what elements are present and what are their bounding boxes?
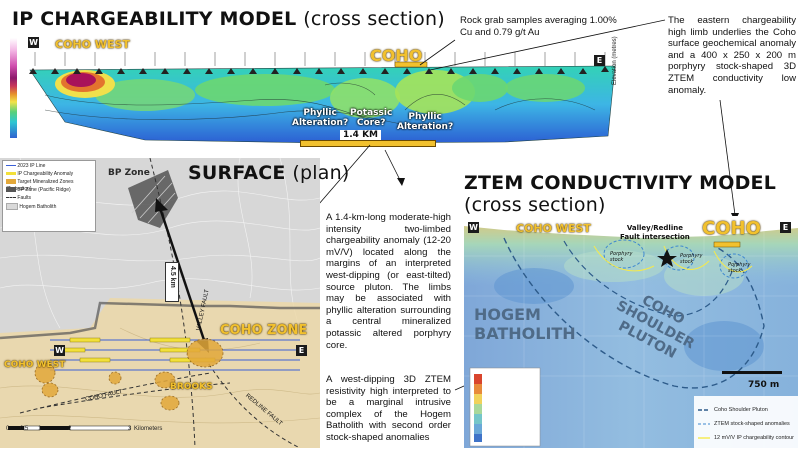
surface-west-marker: W bbox=[54, 345, 65, 356]
legend-ip-anomaly-text: IP Chargeability Anomaly bbox=[17, 171, 74, 177]
porphyry-stock-3: Porphyry stock bbox=[728, 262, 751, 274]
ztem-title: ZTEM CONDUCTIVITY MODEL (cross section) bbox=[464, 172, 794, 216]
legend-bp-swatch bbox=[6, 187, 16, 193]
surface-title: SURFACE (plan) bbox=[188, 162, 349, 184]
legend-faults-text: Faults bbox=[17, 195, 32, 201]
ztem-coho-label: COHO bbox=[702, 218, 761, 239]
scale-tick-1: 1 bbox=[38, 426, 42, 432]
surface-east-marker: E bbox=[296, 345, 307, 356]
ztem-title-bold: ZTEM CONDUCTIVITY MODEL bbox=[464, 172, 777, 194]
ztem-scale-label: 750 m bbox=[748, 380, 780, 390]
ip-west-marker: W bbox=[28, 37, 39, 48]
ztem-section-graphic bbox=[464, 216, 798, 448]
coho-zone-label: COHO ZONE bbox=[220, 323, 308, 338]
ztem-east-marker: E bbox=[780, 222, 791, 233]
bp-zone-label: BP Zone bbox=[108, 168, 150, 178]
ip-potassic-label: Potassic Core? bbox=[350, 108, 393, 128]
legend-ip-line: 2023 IP Line bbox=[6, 163, 45, 170]
legend-ip-anomaly-swatch bbox=[6, 172, 16, 176]
porphyry-stock-2: Porphyry stock bbox=[680, 253, 703, 265]
ip-scale-bar bbox=[300, 140, 436, 147]
ztem-west-marker: W bbox=[468, 222, 479, 233]
ip-title-light: (cross section) bbox=[303, 8, 445, 30]
surface-legend: 2023 IP Line IP Chargeability Anomaly Ta… bbox=[2, 160, 96, 232]
ip-phyllic-right-label: Phyllic Alteration? bbox=[397, 112, 454, 132]
hogem-batholith-label: HOGEM BATHOLITH bbox=[474, 305, 576, 343]
ip-color-scale bbox=[10, 38, 17, 138]
ztem-coho-west-label: COHO WEST bbox=[516, 222, 591, 235]
legend-hogem: Hogem Batholith bbox=[6, 203, 56, 211]
distance-label bbox=[165, 262, 179, 302]
ip-anomaly-callout: A 1.4-km-long moderate-high intensity tw… bbox=[326, 212, 451, 351]
legend-ip-line-text: 2023 IP Line bbox=[17, 163, 46, 169]
ip-section-graphic bbox=[29, 52, 616, 144]
ztem-legend-stocks: ZTEM stock-shaped anomalies bbox=[714, 421, 790, 427]
legend-hogem-text: Hogem Batholith bbox=[19, 203, 57, 210]
ip-coho-west-label: COHO WEST bbox=[55, 38, 130, 51]
distance-text: 4.5 km bbox=[169, 266, 176, 288]
legend-faults: Faults bbox=[6, 195, 31, 202]
ip-scale-label: 1.4 KM bbox=[340, 130, 382, 140]
brooks-label: BROOKS bbox=[170, 382, 213, 392]
ztem-title-light: (cross section) bbox=[464, 194, 606, 216]
legend-bp-zone: BP Zone (Pacific Ridge) bbox=[6, 187, 71, 194]
surface-coho-west-label: COHO WEST bbox=[4, 360, 66, 370]
legend-target-text: Target Mineralized Zones (Tarbration) bbox=[6, 179, 74, 192]
surface-map bbox=[0, 158, 320, 448]
ip-east-marker: E bbox=[594, 55, 605, 66]
ip-phyllic-left-label: Phyllic Alteration? bbox=[292, 108, 349, 128]
scale-tick-2: 2 bbox=[68, 426, 72, 432]
legend-target-zones: Target Mineralized Zones (Tarbration) bbox=[6, 179, 95, 193]
ztem-legend-shoulder: Coho Shoulder Pluton bbox=[714, 407, 768, 413]
ztem-fault-label: Valley/Redline Fault intersection bbox=[620, 224, 690, 241]
legend-target-swatch bbox=[6, 179, 16, 185]
legend-hogem-swatch bbox=[6, 203, 18, 210]
scale-tick-05: 0.5 bbox=[20, 426, 29, 432]
rock-grab-callout: Rock grab samples averaging 1.00% Cu and… bbox=[460, 15, 617, 38]
surface-title-light: (plan) bbox=[292, 162, 350, 184]
legend-faults-swatch bbox=[6, 197, 16, 199]
ip-model-title: IP CHARGEABILITY MODEL (cross section) bbox=[12, 8, 445, 30]
legend-ip-line-swatch bbox=[6, 165, 16, 167]
legend-ip-anomaly: IP Chargeability Anomaly bbox=[6, 171, 73, 178]
scale-tick-0: 0 bbox=[6, 426, 10, 432]
legend-bp-text: BP Zone (Pacific Ridge) bbox=[17, 187, 71, 193]
scale-tick-3: 3 bbox=[128, 426, 132, 432]
surface-title-bold: SURFACE bbox=[188, 162, 286, 184]
eastern-limb-callout: The eastern chargeability high limb unde… bbox=[668, 15, 796, 96]
ip-coho-label: COHO bbox=[370, 46, 423, 65]
ip-title-bold: IP CHARGEABILITY MODEL bbox=[12, 8, 297, 30]
scale-unit: Kilometers bbox=[134, 426, 163, 432]
ztem-legend-ip-contour: 12 mV/V IP chargeability contour bbox=[714, 435, 794, 441]
porphyry-stock-1: Porphyry stock bbox=[610, 251, 633, 263]
ztem-high-callout: A west-dipping 3D ZTEM resistivity high … bbox=[326, 374, 451, 443]
